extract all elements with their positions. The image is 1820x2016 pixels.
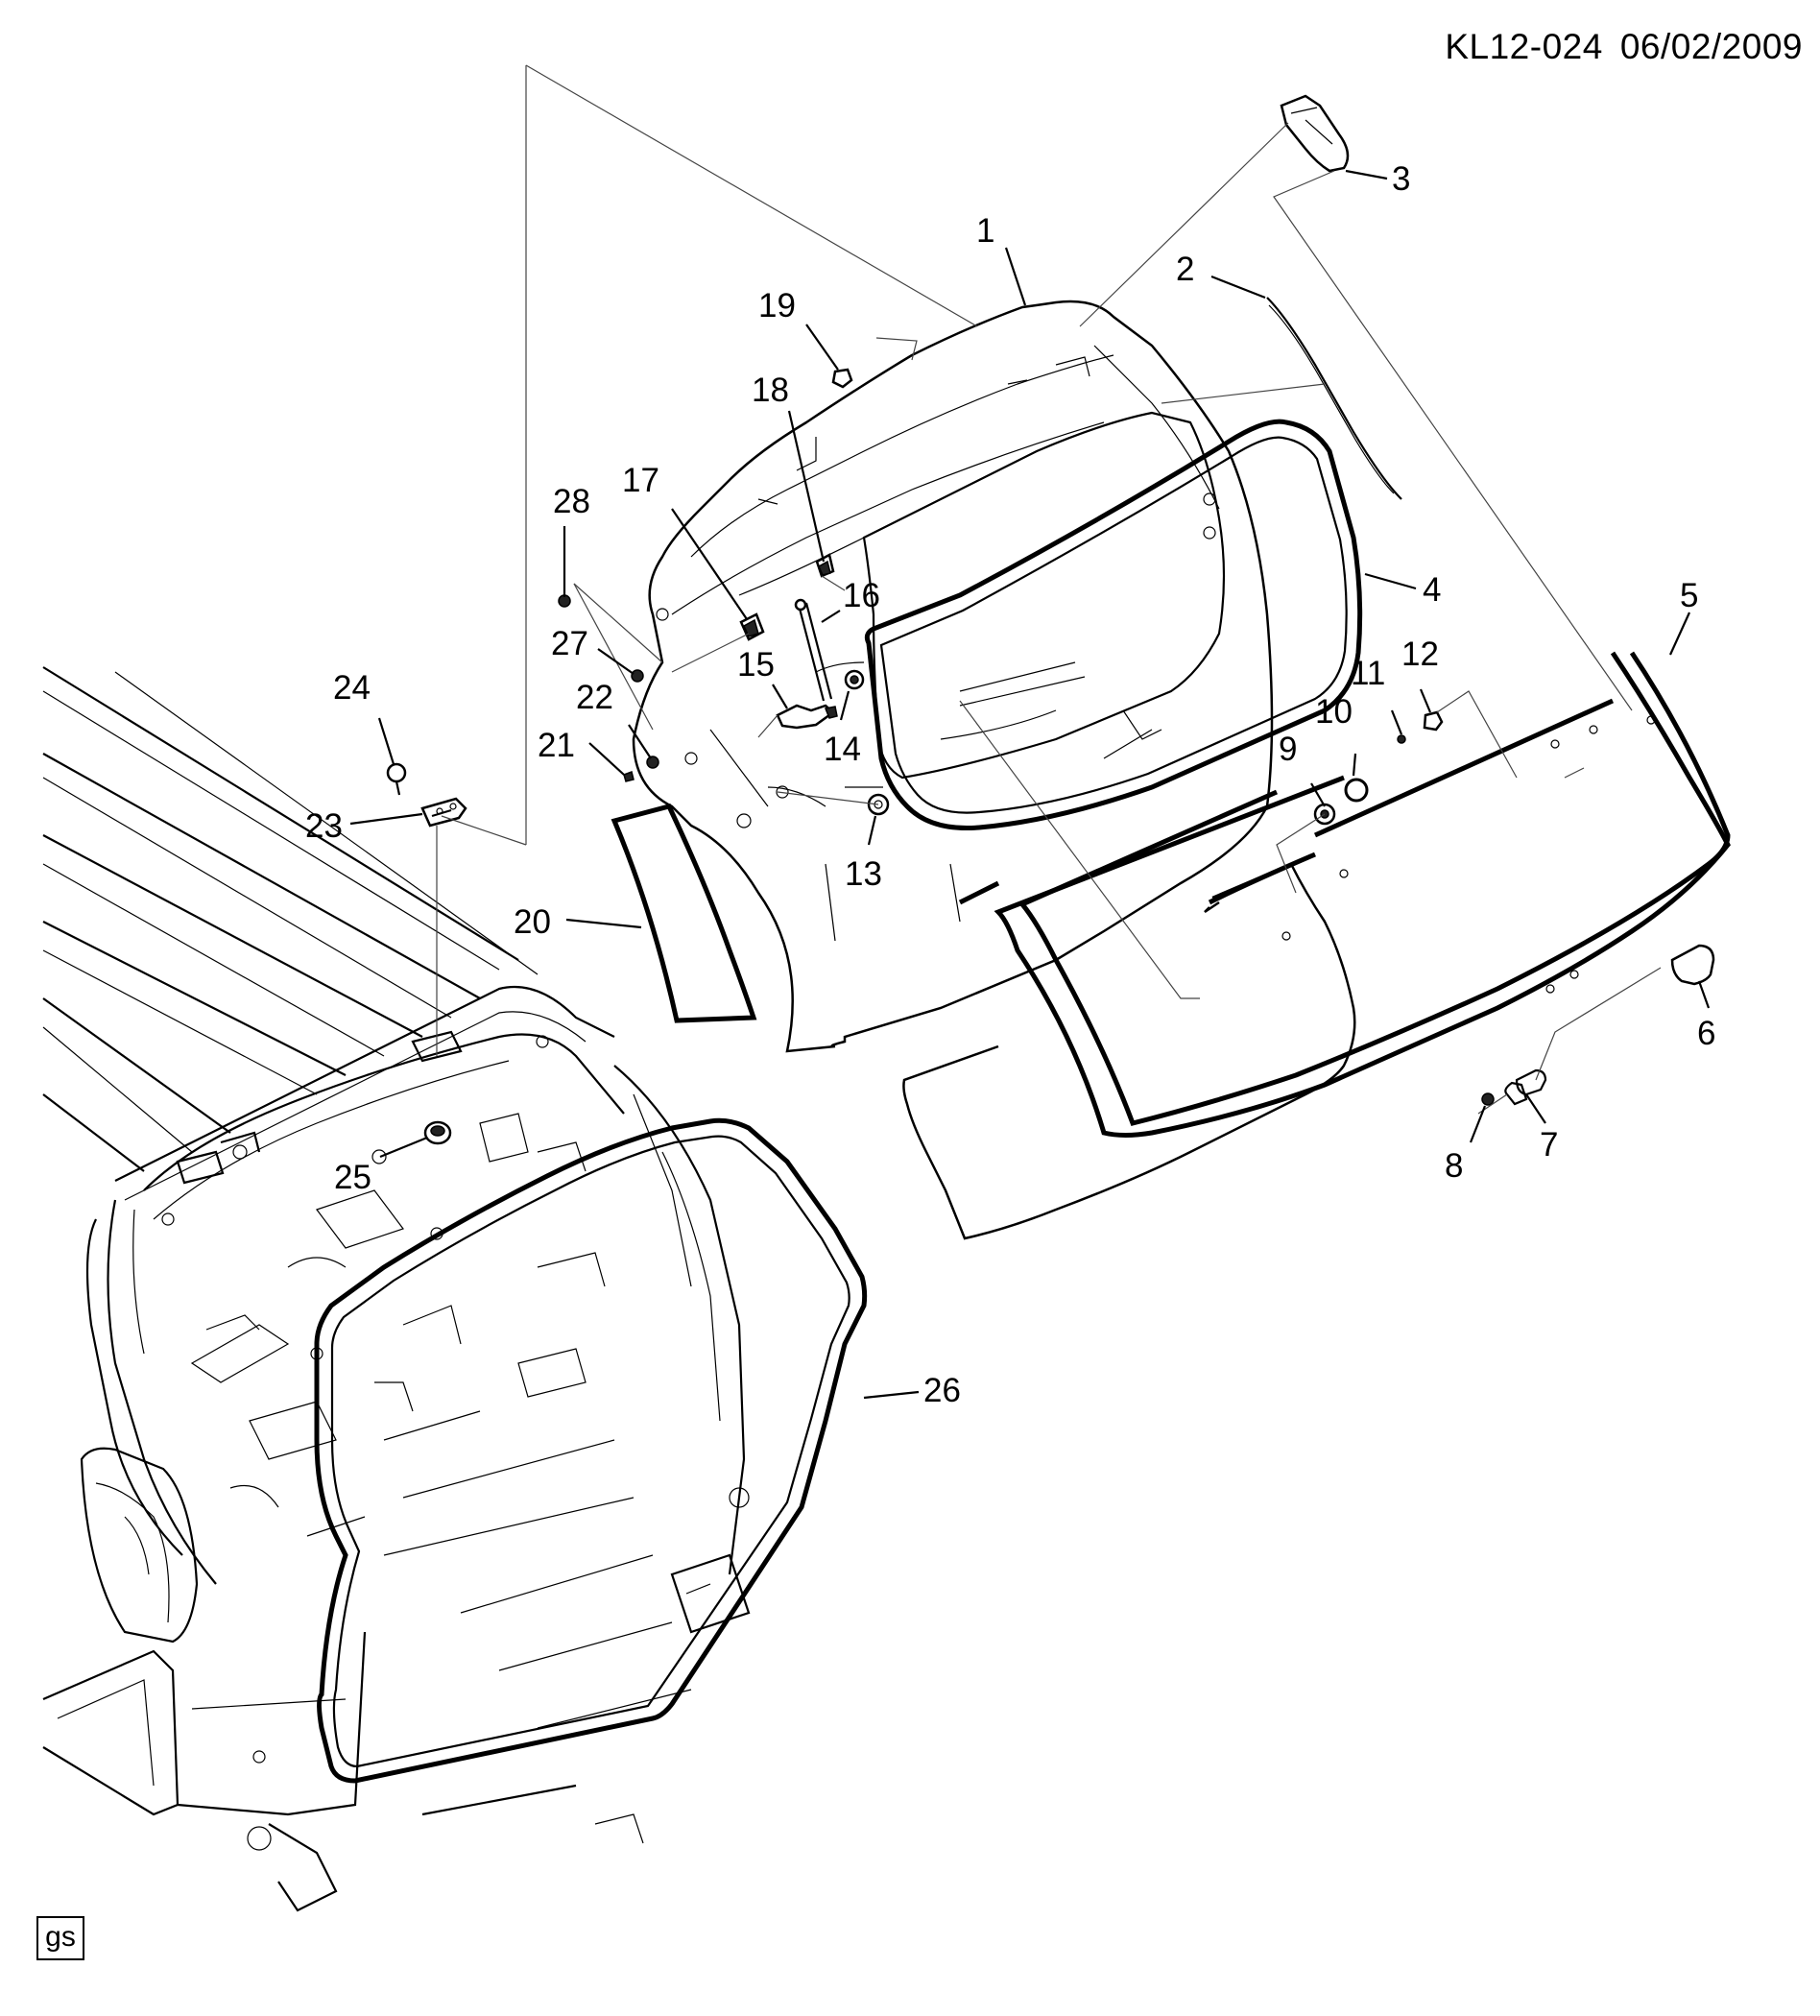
gas-strut-16 (794, 598, 833, 702)
liftgate-trim-panel (902, 651, 1731, 1240)
callout-10: 10 (1315, 693, 1353, 731)
callout-8: 8 (1445, 1147, 1463, 1185)
screw-8 (1481, 1092, 1495, 1106)
callout-20: 20 (514, 903, 551, 941)
gs-badge: gs (36, 1916, 84, 1960)
callout-7: 7 (1540, 1126, 1558, 1164)
reference-lines (436, 64, 1662, 1115)
side-trim-strip (611, 804, 757, 1023)
callout-5: 5 (1680, 577, 1698, 614)
nut-19 (831, 368, 853, 389)
callout-11: 11 (1351, 655, 1385, 692)
callout-21: 21 (538, 727, 575, 764)
window-molding (1266, 297, 1402, 500)
callout-23: 23 (305, 807, 343, 845)
grommet-10 (1344, 778, 1369, 803)
handle-bracket (1504, 1068, 1547, 1106)
callout-18: 18 (752, 372, 789, 409)
grommet-25 (423, 1120, 452, 1145)
clip-11 (1397, 734, 1406, 744)
rear-window-weatherstrip (864, 419, 1363, 830)
callout-13: 13 (845, 855, 882, 893)
callout-22: 22 (576, 679, 613, 716)
retainer-12 (1423, 710, 1444, 732)
fastener-22 (646, 756, 659, 769)
pull-cup (1670, 944, 1715, 986)
ball-stud-14 (844, 669, 865, 690)
callout-labels: 1 2 3 4 5 6 7 8 9 10 11 12 13 14 15 16 1… (305, 160, 1715, 1409)
diagram-code: KL12-024 (1445, 27, 1603, 66)
callout-12: 12 (1401, 636, 1439, 673)
fastener-27 (631, 669, 644, 683)
callout-19: 19 (758, 287, 796, 324)
callout-16: 16 (843, 577, 880, 614)
wiper-cap (1280, 94, 1350, 173)
liftgate-opening-weatherstrip (314, 1117, 868, 1784)
diagram-header: KL12-024 06/02/2009 (1427, 27, 1803, 67)
diagram-date: 06/02/2009 (1619, 27, 1803, 66)
callout-1: 1 (976, 212, 994, 250)
callout-6: 6 (1697, 1015, 1715, 1052)
callout-24: 24 (333, 669, 371, 707)
callout-25: 25 (334, 1159, 371, 1196)
callout-4: 4 (1423, 571, 1441, 609)
callout-14: 14 (824, 731, 861, 768)
bolt-24 (386, 762, 407, 796)
vehicle-body (42, 666, 751, 1912)
callout-26: 26 (923, 1372, 961, 1409)
callout-9: 9 (1279, 731, 1297, 768)
leader-lines (349, 169, 1711, 1400)
callout-28: 28 (553, 483, 590, 520)
callout-2: 2 (1176, 251, 1194, 288)
callout-27: 27 (551, 625, 588, 662)
callout-15: 15 (737, 646, 775, 684)
hinge-23 (420, 797, 467, 828)
callout-17: 17 (622, 462, 659, 499)
callout-3: 3 (1392, 160, 1410, 198)
fastener-21 (623, 771, 635, 782)
